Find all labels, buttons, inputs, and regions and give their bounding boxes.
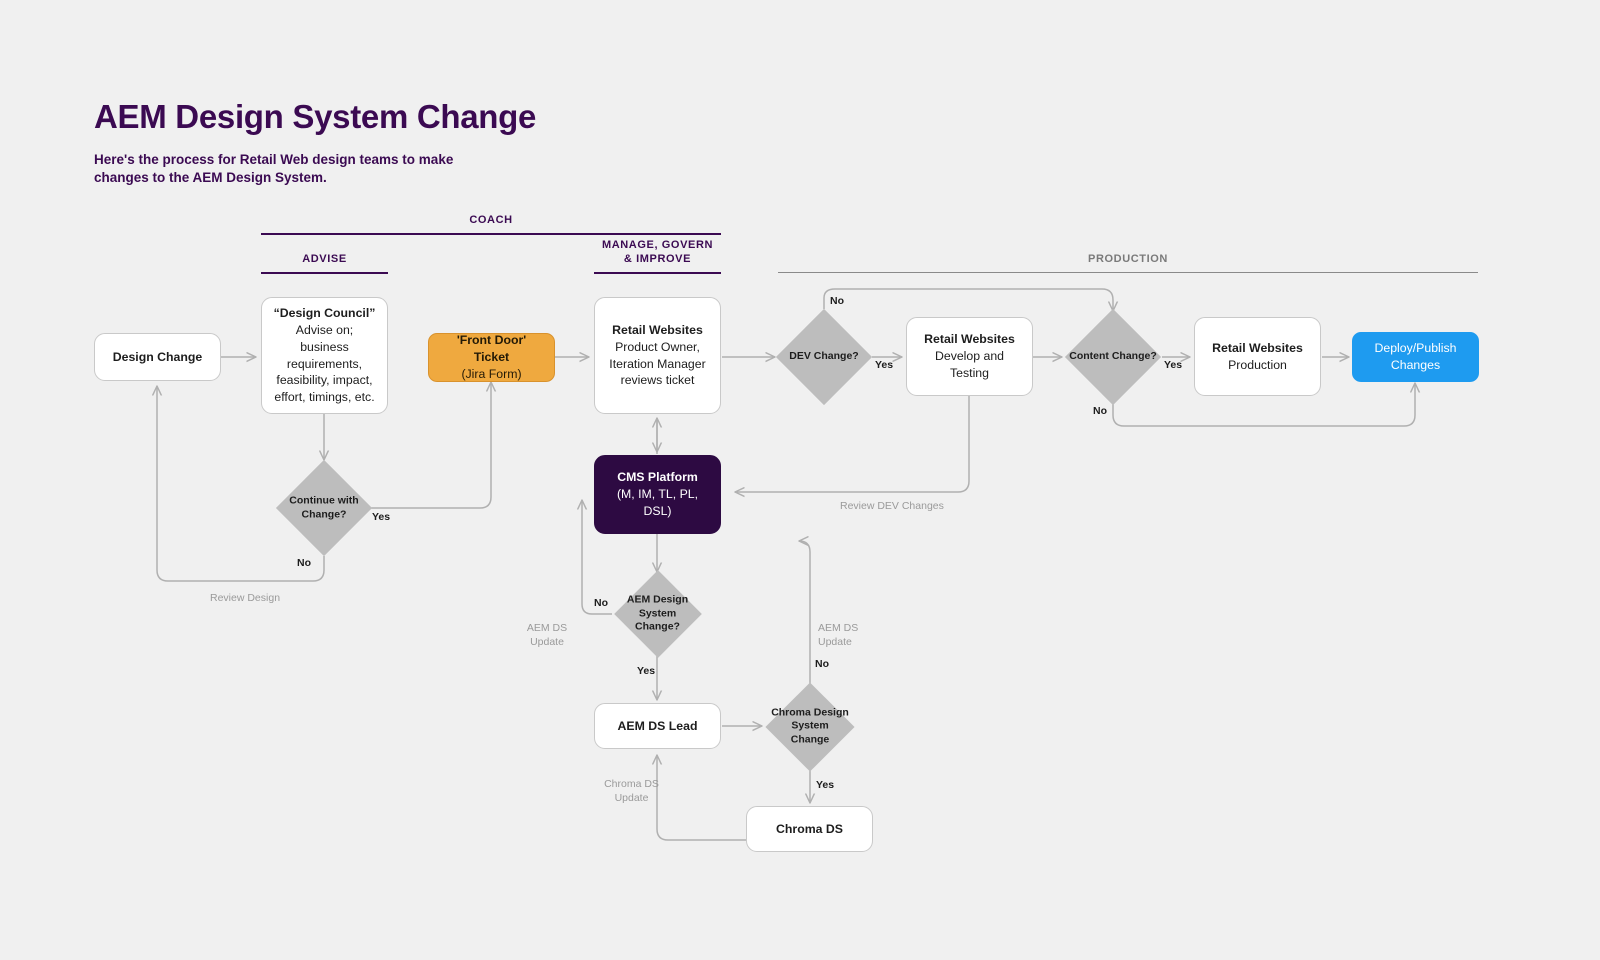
- node-design-council[interactable]: “Design Council” Advise on; business req…: [261, 297, 388, 414]
- edge-label-aem-ds-update-left: AEM DS Update: [526, 622, 568, 648]
- edge-label-continue-yes: Yes: [372, 511, 391, 523]
- node-retail-websites-po-title: Retail Websites: [612, 322, 703, 337]
- lane-header-coach: COACH: [261, 214, 721, 235]
- node-cms-platform[interactable]: CMS Platform (M, IM, TL, PL, DSL): [594, 455, 721, 534]
- node-retail-websites-dev-title: Retail Websites: [924, 332, 1015, 347]
- node-design-change[interactable]: Design Change: [94, 333, 221, 381]
- decision-dev-change[interactable]: DEV Change?: [775, 308, 873, 406]
- edge-label-aem-ds-update-right: AEM DS Update: [818, 622, 859, 648]
- node-retail-websites-po[interactable]: Retail Websites Product Owner, Iteration…: [594, 297, 721, 414]
- decision-chroma-design-system-change-label: Chroma Design System Change: [771, 706, 849, 746]
- edge-dev-change-no-to-content-change: [823, 288, 1113, 311]
- lane-label-advise: ADVISE: [302, 253, 347, 265]
- edge-label-chroma-no: No: [815, 658, 829, 670]
- edge-continue-yes-to-frontdoor: [371, 382, 491, 509]
- decision-continue-with-change-label: Continue with Change?: [289, 494, 359, 520]
- node-front-door-ticket-detail: (Jira Form): [461, 366, 522, 381]
- node-deploy-publish-title: Deploy/Publish Changes: [1374, 341, 1457, 372]
- node-design-council-title: “Design Council”: [273, 305, 376, 320]
- node-design-council-detail: Advise on; business requirements, feasib…: [274, 322, 375, 405]
- edge-label-review-design: Review Design: [210, 592, 281, 604]
- edge-label-aem-ds-change-no: No: [594, 597, 608, 609]
- node-retail-websites-dev[interactable]: Retail Websites Develop and Testing: [906, 317, 1033, 396]
- decision-aem-design-system-change[interactable]: AEM Design System Change?: [610, 570, 705, 658]
- edge-label-content-change-no: No: [1093, 405, 1107, 417]
- edge-label-chroma-yes: Yes: [816, 779, 835, 791]
- node-design-change-title: Design Change: [112, 349, 203, 364]
- node-cms-platform-detail: (M, IM, TL, PL, DSL): [616, 487, 699, 518]
- edge-review-dev-changes-to-cms: [735, 396, 970, 492]
- lane-rule-manage: [594, 271, 721, 274]
- decision-continue-with-change[interactable]: Continue with Change?: [275, 459, 373, 557]
- node-retail-websites-prod-detail: Production: [1228, 357, 1287, 372]
- edge-label-aem-ds-change-yes: Yes: [637, 665, 656, 677]
- node-retail-websites-prod[interactable]: Retail Websites Production: [1194, 317, 1321, 396]
- page-title: AEM Design System Change: [94, 98, 537, 135]
- node-cms-platform-title: CMS Platform: [617, 470, 698, 485]
- lane-rule-production: [778, 271, 1478, 274]
- lane-rule-coach: [261, 232, 721, 235]
- lane-header-manage: MANAGE, GOVERN & IMPROVE: [594, 239, 721, 274]
- edge-label-review-dev-changes: Review DEV Changes: [840, 500, 944, 512]
- decision-content-change[interactable]: Content Change?: [1064, 308, 1162, 406]
- edge-label-content-change-yes: Yes: [1164, 359, 1183, 371]
- node-retail-websites-po-detail: Product Owner, Iteration Manager reviews…: [609, 339, 706, 388]
- edge-chroma-no-to-cms: [799, 541, 811, 684]
- node-retail-websites-dev-detail: Develop and Testing: [934, 349, 1005, 380]
- node-aem-ds-lead-title: AEM DS Lead: [617, 718, 698, 733]
- node-front-door-ticket[interactable]: 'Front Door' Ticket (Jira Form): [428, 333, 555, 382]
- edge-label-dev-change-yes: Yes: [875, 359, 894, 371]
- lane-label-production: PRODUCTION: [1088, 253, 1168, 265]
- decision-aem-design-system-change-label: AEM Design System Change?: [626, 593, 689, 633]
- node-retail-websites-prod-title: Retail Websites: [1212, 340, 1303, 355]
- edge-label-dev-change-no: No: [830, 295, 844, 307]
- edge-chroma-ds-update-to-lead: [657, 755, 746, 841]
- lane-label-coach: COACH: [469, 214, 513, 226]
- lane-rule-advise: [261, 271, 388, 274]
- decision-dev-change-label: DEV Change?: [789, 350, 859, 363]
- lane-header-production: PRODUCTION: [778, 253, 1478, 274]
- node-chroma-ds[interactable]: Chroma DS: [746, 806, 873, 852]
- lane-header-advise: ADVISE: [261, 253, 388, 274]
- edge-label-continue-no: No: [297, 557, 311, 569]
- page-subtitle: Here's the process for Retail Web design…: [94, 152, 454, 186]
- node-chroma-ds-title: Chroma DS: [776, 821, 843, 836]
- node-aem-ds-lead[interactable]: AEM DS Lead: [594, 703, 721, 749]
- decision-content-change-label: Content Change?: [1069, 350, 1157, 363]
- node-front-door-ticket-title: 'Front Door' Ticket: [456, 333, 527, 365]
- lane-label-manage: MANAGE, GOVERN & IMPROVE: [601, 239, 714, 265]
- edge-label-chroma-ds-update: Chroma DS Update: [604, 778, 659, 804]
- node-deploy-publish[interactable]: Deploy/Publish Changes: [1352, 332, 1479, 382]
- decision-chroma-design-system-change[interactable]: Chroma Design System Change: [762, 681, 858, 772]
